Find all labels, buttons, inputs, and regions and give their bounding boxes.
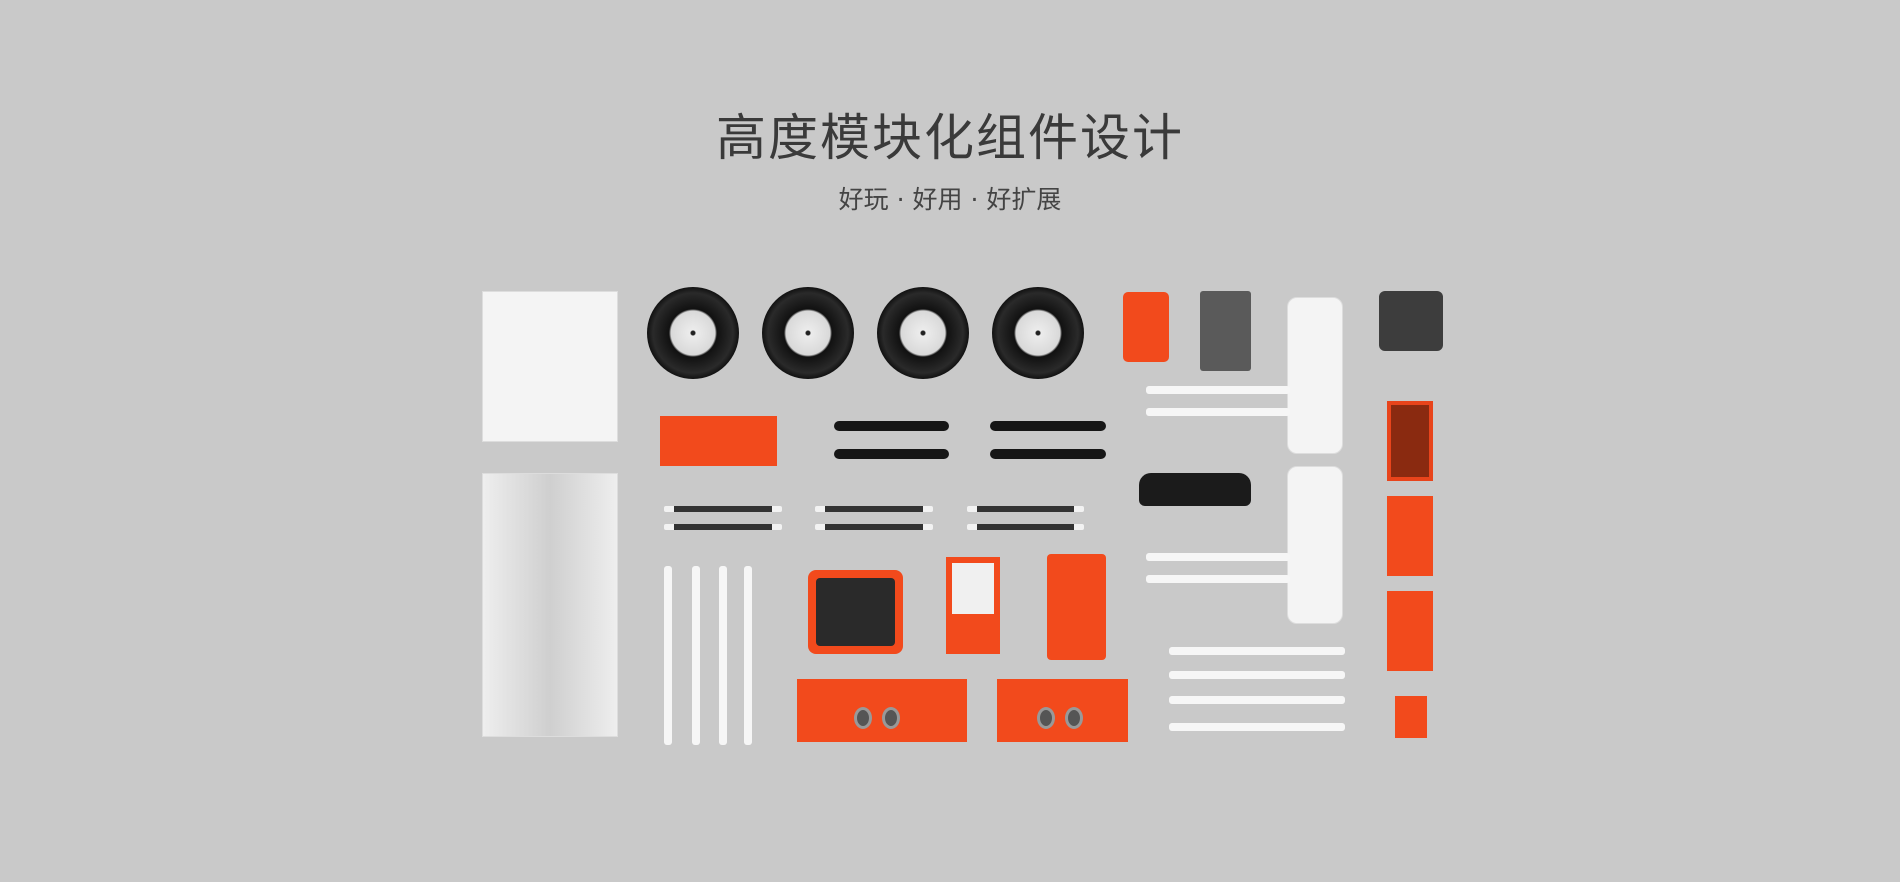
black-bar [990, 449, 1106, 459]
black-bar [990, 421, 1106, 431]
cable [1169, 696, 1345, 704]
tube-module-2 [1287, 466, 1343, 624]
black-bar [834, 421, 949, 431]
ultrasonic-bracket-1 [797, 679, 967, 742]
battery [946, 557, 1000, 654]
cable [1169, 671, 1345, 679]
cable [1169, 723, 1345, 731]
cable [815, 524, 933, 530]
cable [664, 566, 672, 745]
line-sensor [1139, 473, 1251, 506]
cable [664, 506, 782, 512]
speaker-module [1123, 292, 1169, 362]
black-bar [834, 449, 949, 459]
cable [1146, 575, 1290, 583]
wheel-2 [762, 287, 854, 379]
cable [1146, 553, 1290, 561]
cable [967, 506, 1084, 512]
cable [1146, 408, 1290, 416]
robot-arm [1373, 291, 1448, 739]
ultrasonic-bracket-2 [997, 679, 1128, 742]
cable [967, 524, 1084, 530]
cable [1146, 386, 1290, 394]
wheel-1 [647, 287, 739, 379]
page-title: 高度模块化组件设计 [716, 109, 1184, 167]
page-subtitle: 好玩 · 好用 · 好扩展 [838, 185, 1062, 214]
wheel-4 [992, 287, 1084, 379]
chassis-plate [482, 291, 618, 442]
cable [815, 506, 933, 512]
controller-board [660, 416, 777, 466]
screen-module [808, 570, 903, 654]
wheel-3 [877, 287, 969, 379]
camera-module [1200, 291, 1251, 371]
cable [692, 566, 700, 745]
battery-pack [1047, 554, 1106, 660]
tube-module-1 [1287, 297, 1343, 454]
cable [719, 566, 727, 745]
cable [664, 524, 782, 530]
chassis-bracket [482, 473, 618, 737]
cable [744, 566, 752, 745]
cable [1169, 647, 1345, 655]
